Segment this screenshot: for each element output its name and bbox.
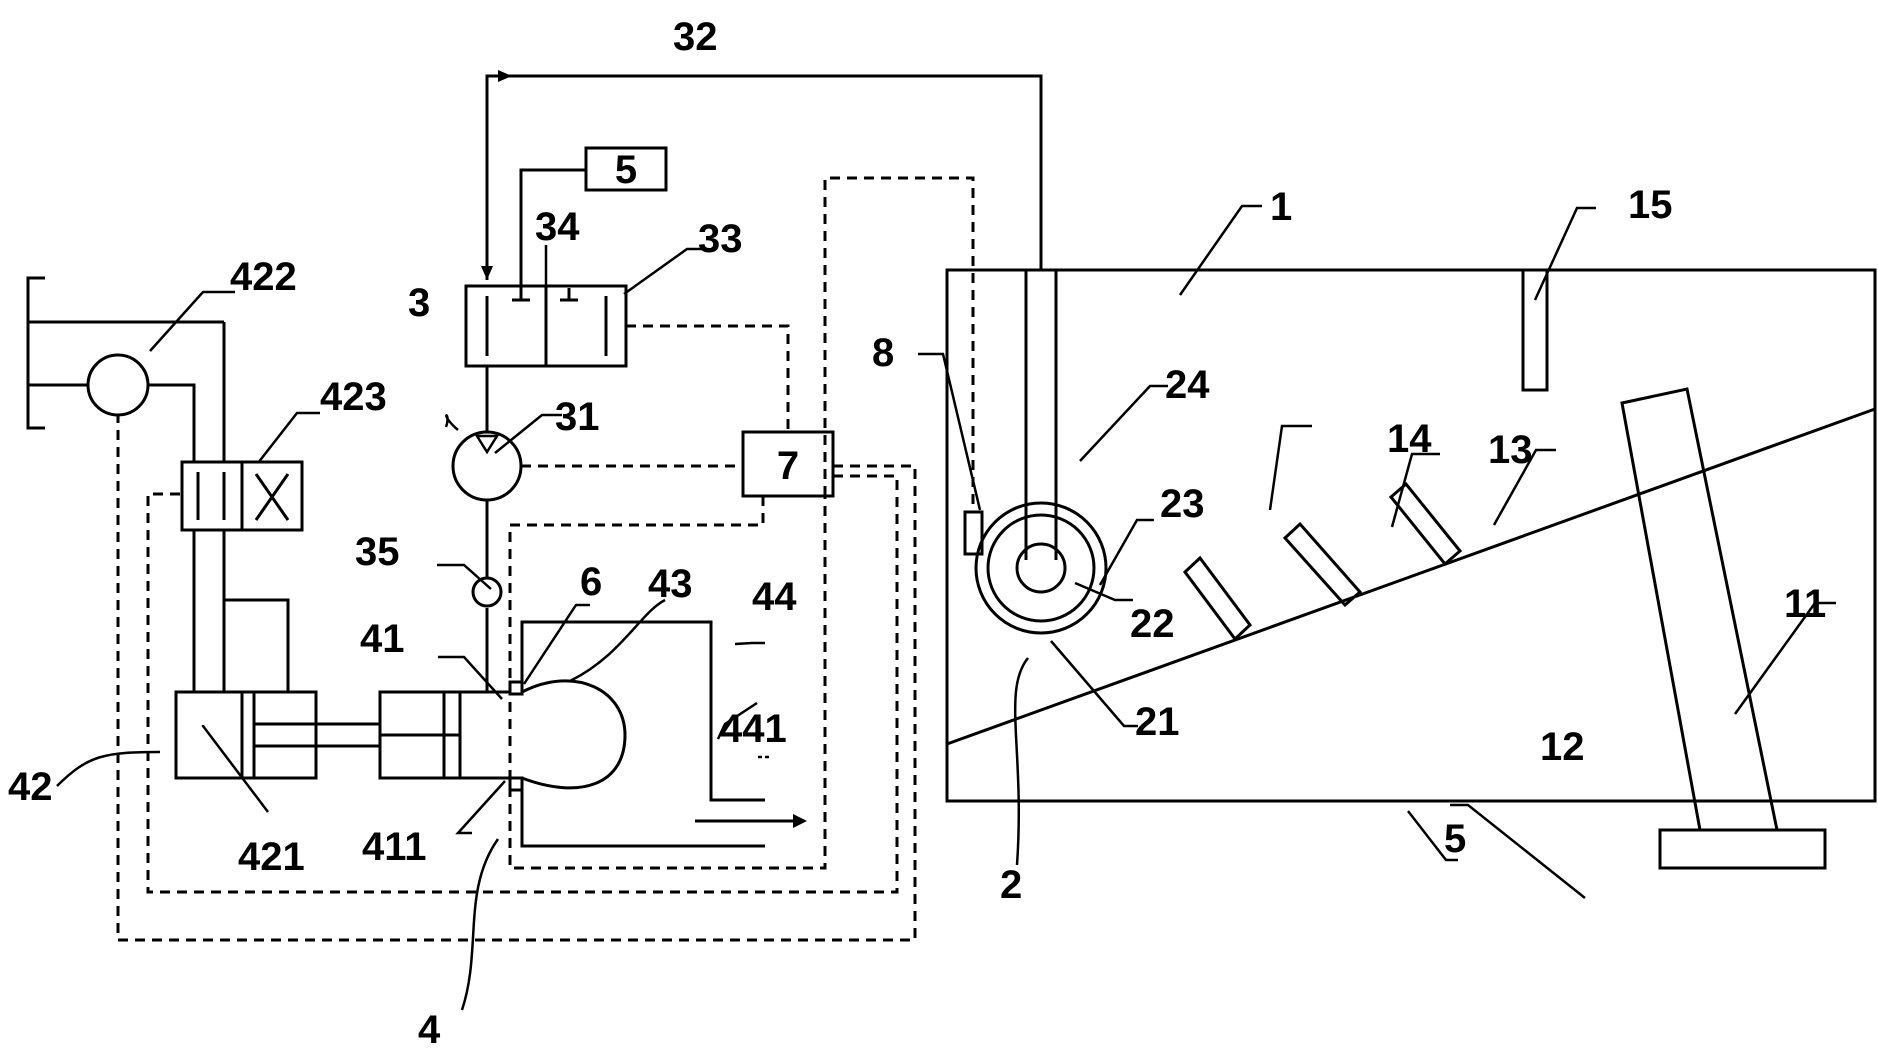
- label-8: 8: [872, 331, 894, 375]
- label-13: 13: [1488, 428, 1533, 472]
- check-valve-35: [471, 576, 503, 608]
- label-423: 423: [320, 375, 387, 419]
- label-21: 21: [1135, 700, 1180, 744]
- label-31: 31: [555, 395, 600, 439]
- label-421: 421: [238, 835, 305, 879]
- reference-labels: 1 2 3 4 5 6 8 11 12 13 14 15 21 22 23 24…: [8, 15, 1826, 1049]
- label-35: 35: [355, 530, 400, 574]
- label-1: 1: [1270, 185, 1292, 229]
- motor-422: [26, 276, 226, 692]
- controller-7-box: [741, 430, 835, 498]
- label-22: 22: [1130, 602, 1175, 646]
- valve-423: [180, 460, 304, 692]
- label-3: 3: [408, 281, 430, 325]
- label-43: 43: [648, 562, 693, 606]
- box-7-label: 7: [777, 444, 799, 488]
- label-12: 12: [1540, 725, 1585, 769]
- cylinder-421: [174, 690, 380, 780]
- label-41: 41: [360, 617, 405, 661]
- label-24: 24: [1165, 363, 1210, 407]
- label-411: 411: [362, 825, 427, 869]
- signal-lines: [116, 176, 975, 942]
- label-2: 2: [1000, 863, 1022, 907]
- label-15: 15: [1628, 183, 1673, 227]
- tank-44: [520, 620, 807, 848]
- tank: [945, 268, 1877, 870]
- label-6: 6: [580, 560, 602, 604]
- label-441: 441: [720, 707, 787, 751]
- pulley-assembly: [974, 270, 1108, 635]
- box-5-label: 5: [615, 148, 637, 192]
- component-5-box: [584, 146, 668, 192]
- pump-31: [451, 430, 523, 502]
- leader-lines: [56, 204, 1836, 1011]
- label-34: 34: [535, 205, 580, 249]
- line-34: [519, 168, 586, 288]
- label-422: 422: [230, 255, 297, 299]
- label-14: 14: [1387, 417, 1432, 461]
- cylinder-41: [378, 679, 627, 792]
- label-4: 4: [418, 1008, 441, 1049]
- label-23: 23: [1160, 482, 1205, 526]
- valve-33: [464, 284, 628, 368]
- label-42: 42: [8, 765, 53, 809]
- label-44: 44: [752, 575, 797, 619]
- label-5: 5: [1444, 817, 1466, 861]
- label-33: 33: [698, 217, 743, 261]
- label-11: 11: [1784, 582, 1826, 626]
- label-32: 32: [673, 15, 718, 59]
